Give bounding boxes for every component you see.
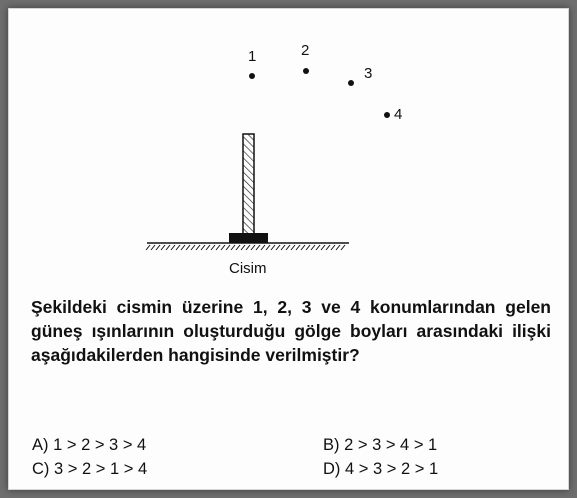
point-label: 4 xyxy=(394,106,402,123)
sun-position-1: 1 xyxy=(248,48,256,79)
question-card: 1 2 3 4 Cisim Şekildeki cismin üzerine 1… xyxy=(8,8,569,490)
point-label: 1 xyxy=(248,48,256,65)
object-rod xyxy=(242,133,255,235)
point-label: 2 xyxy=(301,42,309,59)
option-text: 3 > 2 > 1 > 4 xyxy=(54,460,148,478)
sun-position-4: 4 xyxy=(384,106,402,123)
option-letter: D) xyxy=(323,460,341,478)
ground xyxy=(145,242,349,251)
sun-position-3: 3 xyxy=(348,65,372,86)
option-text: 2 > 3 > 4 > 1 xyxy=(344,436,438,454)
option-b[interactable]: B) 2 > 3 > 4 > 1 xyxy=(323,435,437,455)
option-letter: B) xyxy=(323,436,340,454)
option-c[interactable]: C) 3 > 2 > 1 > 4 xyxy=(32,459,147,479)
object-base xyxy=(229,233,268,243)
option-text: 4 > 3 > 2 > 1 xyxy=(345,460,439,478)
option-d[interactable]: D) 4 > 3 > 2 > 1 xyxy=(323,459,438,479)
option-a[interactable]: A) 1 > 2 > 3 > 4 xyxy=(32,435,146,455)
physics-figure: 1 2 3 4 Cisim xyxy=(145,42,402,277)
option-letter: A) xyxy=(32,436,49,454)
point-label: 3 xyxy=(364,65,372,82)
object-label: Cisim xyxy=(229,260,267,277)
option-text: 1 > 2 > 3 > 4 xyxy=(53,436,147,454)
option-letter: C) xyxy=(32,460,50,478)
question-text: Şekildeki cismin üzerine 1, 2, 3 ve 4 ko… xyxy=(31,297,551,365)
sun-position-2: 2 xyxy=(301,42,309,74)
